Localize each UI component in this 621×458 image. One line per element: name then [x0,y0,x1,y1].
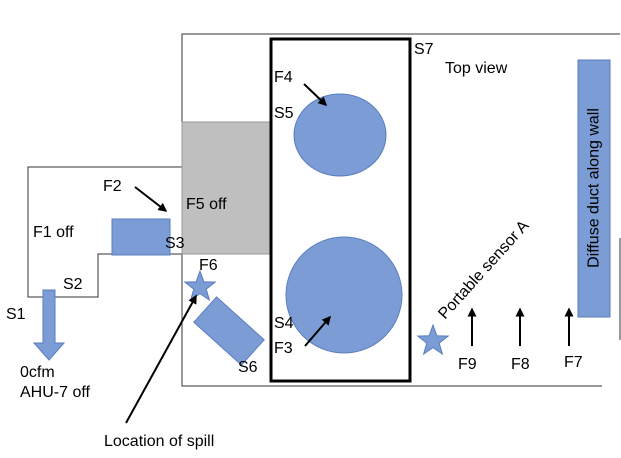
f4-arrow [303,83,328,107]
portable-sensor-label: Portable sensor A [435,217,532,322]
label-f8: F8 [511,356,530,373]
label-f9: F9 [458,356,477,373]
sensor-star-icon [416,323,450,356]
label-s6: S6 [238,359,258,376]
f5-gray-zone [181,121,272,255]
diffuse-duct-label: Diffuse duct along wall [586,108,603,268]
spill-pointer-arrow [125,294,197,424]
diffuse-duct [577,59,611,318]
label-f1: F1 off [33,224,74,241]
ahu-label: AHU-7 off [20,384,91,401]
label-s2: S2 [63,276,83,293]
label-s4: S4 [274,315,294,332]
s6-tilted-equipment [193,296,265,366]
s3-equipment-box [111,218,171,256]
label-f2: F2 [103,178,122,195]
airflow-label: 0cfm [20,364,55,381]
spill-star-icon [183,269,217,302]
label-f6: F6 [199,257,218,274]
spill-location-label: Location of spill [104,433,214,450]
label-s7: S7 [414,41,434,58]
label-s3: S3 [165,235,185,252]
upper-circle-equipment [293,93,387,177]
hood-enclosure [269,37,412,383]
top-view-label: Top view [445,60,508,77]
label-f7: F7 [564,354,583,371]
f2-arrow [134,186,168,212]
label-s5: S5 [274,105,294,122]
arrow-down-icon [32,289,66,361]
label-f5: F5 off [186,196,227,213]
label-f4: F4 [274,69,293,86]
label-s1: S1 [6,306,26,323]
lower-circle-equipment [285,236,403,354]
f3-arrow [304,315,331,347]
label-f3: F3 [274,340,293,357]
